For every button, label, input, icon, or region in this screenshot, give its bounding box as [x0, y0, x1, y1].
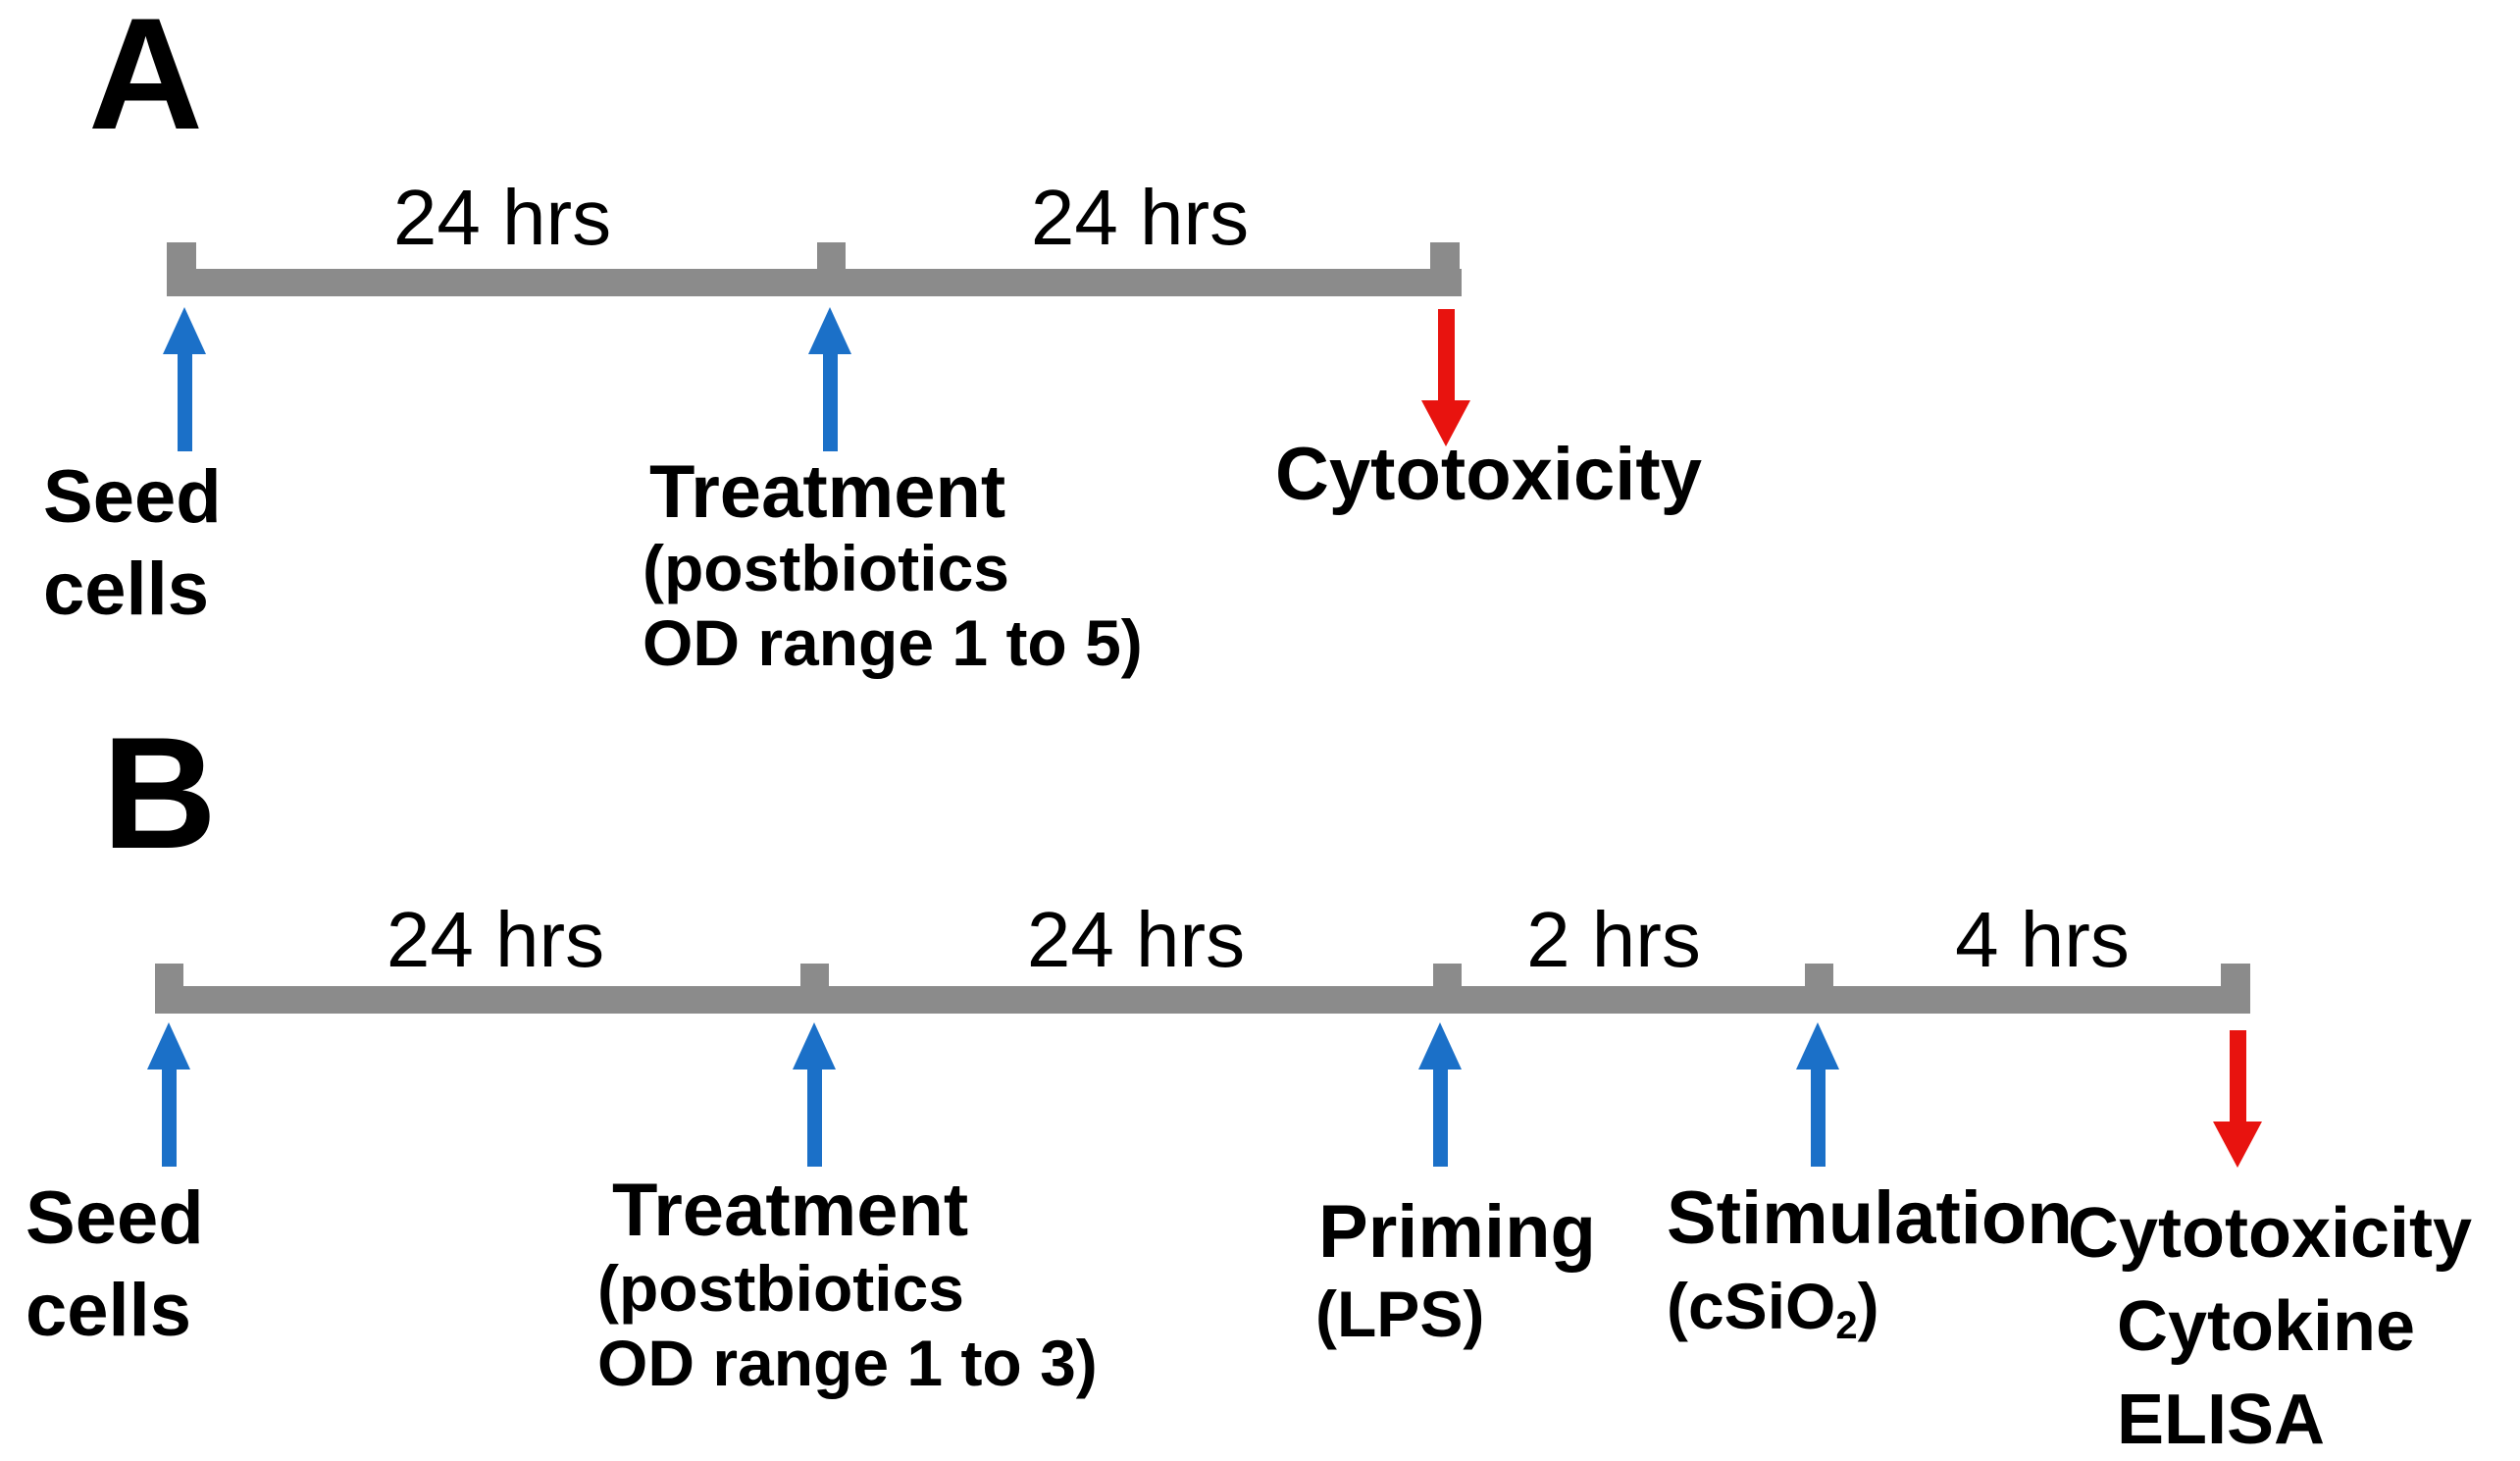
arrow-head: [793, 1022, 836, 1070]
readout-b-label: Cytotoxicity Cytokine ELISA: [2068, 1187, 2472, 1461]
stimulation-blue-up-arrow-icon: [1796, 1022, 1839, 1167]
arrow-head: [163, 307, 206, 354]
arrow-shaft: [822, 354, 838, 451]
segment-b2-duration-label: 24 hrs: [1026, 896, 1246, 983]
stimulation-label: Stimulation: [1667, 1176, 2073, 1260]
treatment-b-details: (postbiotics OD range 1 to 3): [597, 1251, 1098, 1400]
segment-b3-duration-label: 2 hrs: [1526, 896, 1701, 983]
timeline-b-bar: [155, 986, 2250, 1014]
arrow-head: [1418, 1022, 1462, 1070]
seed-cells-b-blue-up-arrow-icon: [147, 1022, 190, 1167]
treatment-a-label: Treatment: [649, 450, 1006, 534]
segment-b4-duration-label: 4 hrs: [1955, 896, 2130, 983]
panel-b-label: B: [102, 704, 217, 882]
timeline-a-bar: [167, 269, 1462, 296]
cytotoxicity-a-label: Cytotoxicity: [1275, 433, 1702, 516]
stimulation-details: (cSiO2): [1667, 1274, 1879, 1345]
readout-b-line3: ELISA: [2117, 1381, 2326, 1459]
seed-cells-a-line1: Seed: [43, 455, 222, 539]
stimulation-details-pre: (cSiO: [1667, 1270, 1836, 1342]
arrow-shaft: [806, 1070, 822, 1167]
seed-cells-b-line1: Seed: [26, 1176, 204, 1260]
treatment-b-details-line1: (postbiotics: [597, 1252, 964, 1325]
cytotoxicity-a-red-down-arrow-icon: [1421, 309, 1470, 446]
panel-a-label: A: [88, 0, 203, 163]
readout-b-line1: Cytotoxicity: [2068, 1194, 2473, 1273]
arrow-shaft: [1437, 309, 1455, 400]
readout-b-line2: Cytokine: [2117, 1287, 2416, 1366]
priming-blue-up-arrow-icon: [1418, 1022, 1462, 1167]
treatment-a-details: (postbiotics OD range 1 to 5): [643, 531, 1143, 680]
arrow-head: [147, 1022, 190, 1070]
arrow-head: [808, 307, 851, 354]
segment-a1-duration-label: 24 hrs: [392, 174, 612, 261]
stimulation-details-subscript: 2: [1835, 1304, 1858, 1347]
treatment-b-blue-up-arrow-icon: [793, 1022, 836, 1167]
seed-cells-b-label: Seed cells: [26, 1173, 204, 1357]
seed-cells-a-label: Seed cells: [43, 451, 222, 636]
segment-a2-duration-label: 24 hrs: [1030, 174, 1250, 261]
priming-label: Priming: [1318, 1190, 1596, 1274]
priming-details: (LPS): [1315, 1278, 1485, 1350]
arrow-shaft: [1810, 1070, 1826, 1167]
arrow-head: [1421, 400, 1470, 446]
segment-b1-duration-label: 24 hrs: [386, 896, 605, 983]
stimulation-details-post: ): [1857, 1270, 1879, 1342]
treatment-a-details-line2: OD range 1 to 5): [643, 606, 1143, 679]
readout-b-red-down-arrow-icon: [2213, 1030, 2262, 1168]
seed-cells-a-blue-up-arrow-icon: [163, 307, 206, 451]
arrow-head: [2213, 1122, 2262, 1168]
arrow-shaft: [1432, 1070, 1448, 1167]
arrow-shaft: [177, 354, 192, 451]
arrow-head: [1796, 1022, 1839, 1070]
treatment-b-details-line2: OD range 1 to 3): [597, 1327, 1098, 1399]
arrow-shaft: [2229, 1030, 2246, 1122]
seed-cells-a-line2: cells: [43, 548, 210, 631]
seed-cells-b-line2: cells: [26, 1269, 192, 1352]
arrow-shaft: [161, 1070, 177, 1167]
treatment-a-blue-up-arrow-icon: [808, 307, 851, 451]
treatment-b-label: Treatment: [612, 1169, 969, 1252]
treatment-a-details-line1: (postbiotics: [643, 532, 1009, 604]
